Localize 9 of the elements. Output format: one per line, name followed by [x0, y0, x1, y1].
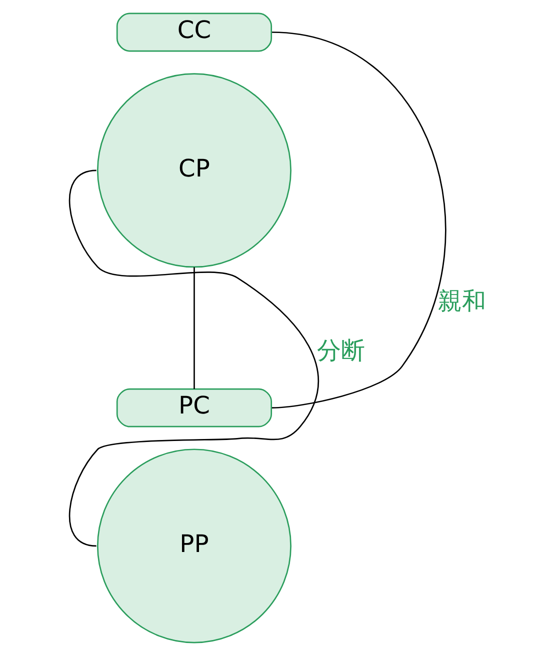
connector [194, 267, 195, 390]
node-circle: PP [96, 448, 292, 644]
connector [272, 32, 446, 408]
edge-label: 分断 [317, 336, 366, 365]
edge-label: 親和 [438, 287, 486, 316]
node-box: CC [116, 12, 272, 52]
connector [69, 170, 319, 547]
node-box: PC [116, 388, 272, 428]
node-circle: CP [96, 73, 292, 268]
